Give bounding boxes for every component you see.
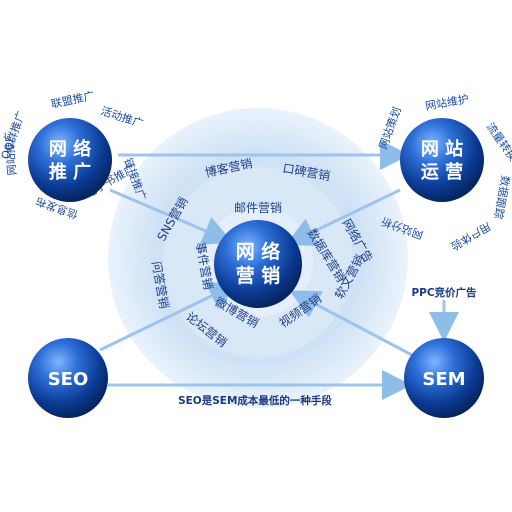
node-center-line2: 营 销 [236, 264, 281, 287]
node-sem-label: SEM [422, 369, 465, 390]
connectors [99, 140, 459, 400]
promotion-tag-activity: 活动推广 [99, 104, 145, 131]
node-operation-line2: 运 营 [421, 161, 463, 183]
arrow-seo-to-center [99, 282, 239, 352]
node-seo-label: SEO [48, 369, 89, 390]
operation-tag-planning: 网站策划 [376, 105, 404, 151]
node-promotion: 网 络 推 广 [28, 118, 112, 202]
operation-tag-ux: 用户体验 [448, 219, 493, 253]
seo-sem-caption: SEO是SEM成本最低的一种手段 [178, 394, 332, 407]
arrow-promotion-to-center [109, 188, 234, 245]
node-operation-line1: 网 站 [421, 138, 463, 160]
operation-tag-maintenance: 网站维护 [424, 92, 470, 113]
ring-label-email: 邮件营销 [234, 201, 282, 215]
node-promotion-line1: 网 络 [49, 138, 91, 160]
node-operation: 网 站 运 营 [400, 118, 484, 202]
node-sem: SEM [404, 338, 484, 418]
node-seo: SEO [28, 338, 108, 418]
node-center: 网 络 营 销 [214, 220, 302, 308]
operation-tag-traffic: 流量转换 [484, 120, 512, 164]
node-promotion-line2: 推 广 [49, 161, 91, 183]
arrow-operation-to-center [285, 188, 401, 246]
promotion-tag-alliance: 联盟推广 [50, 88, 96, 111]
operation-tag-tracking: 数据跟踪 [491, 174, 512, 220]
promotion-tag-website: 网站推广 [1, 131, 19, 176]
arrow-sem-to-center [289, 290, 413, 357]
node-center-line1: 网 络 [236, 240, 281, 263]
ppc-note: PPC竞价广告 [411, 286, 477, 299]
